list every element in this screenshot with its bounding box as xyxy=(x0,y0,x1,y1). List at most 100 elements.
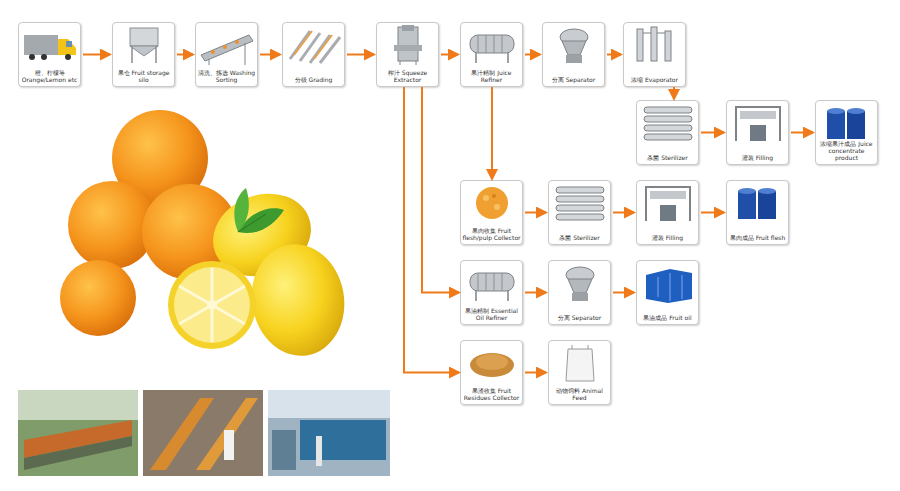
box-label: 果油成品 Fruit oil xyxy=(638,315,697,322)
factory-photos xyxy=(18,390,390,476)
refiner-icon xyxy=(470,273,514,291)
flow-arrow xyxy=(607,54,621,56)
box-label: 果肉成品 Fruit flesh xyxy=(728,235,787,242)
drum-icon xyxy=(847,108,865,114)
separator-icon xyxy=(572,293,588,301)
pulp-icon xyxy=(494,204,500,210)
refiner-icon xyxy=(478,35,502,53)
process-box: 浓缩 Evaporator xyxy=(623,22,686,87)
drum-icon xyxy=(758,188,776,194)
pulp-icon xyxy=(476,187,508,219)
sterilizer-icon xyxy=(644,107,692,140)
flow-arrow xyxy=(347,54,374,56)
flow-arrow xyxy=(422,87,459,293)
factory-photos xyxy=(18,390,138,420)
box-label: 杀菌 Sterilizer xyxy=(550,235,609,242)
evaporator-icon xyxy=(643,33,665,34)
process-box: 分离 Separator xyxy=(548,260,611,325)
process-box: 杀菌 Sterilizer xyxy=(548,180,611,245)
refiner-icon xyxy=(478,273,502,291)
process-box: 清洗、拣选 Washing Sorting xyxy=(195,22,258,87)
sterilizer-icon xyxy=(556,187,604,220)
refiner-icon xyxy=(476,291,508,301)
fruit-illustration xyxy=(234,188,249,232)
refiner-icon xyxy=(470,35,514,53)
process-box: 果汁精制 Juice Refiner xyxy=(460,22,523,87)
fruit-illustration xyxy=(238,214,266,232)
box-label: 分级 Grading xyxy=(284,77,343,84)
factory-photos xyxy=(24,420,132,458)
truck-icon xyxy=(65,54,71,60)
factory-photos xyxy=(18,390,138,476)
pulp-icon xyxy=(492,194,496,198)
truck-icon xyxy=(24,35,58,55)
drum-icon xyxy=(827,108,865,139)
process-box: 分离 Separator xyxy=(542,22,605,87)
flow-arrow xyxy=(83,54,110,56)
box-label: 浓缩 Evaporator xyxy=(625,77,684,84)
sterilizer-icon xyxy=(644,116,692,122)
oil-box-icon xyxy=(658,273,682,301)
factory-photos xyxy=(300,420,386,460)
feed-bag-icon xyxy=(566,349,594,381)
drum-icon xyxy=(827,111,845,139)
truck-icon xyxy=(29,54,35,60)
factory-photos xyxy=(268,390,390,476)
filling-icon xyxy=(660,205,676,221)
separator-icon xyxy=(566,267,594,283)
filling-icon xyxy=(646,187,690,221)
flow-arrow xyxy=(673,87,675,99)
factory-photos xyxy=(150,398,214,470)
extractor-icon xyxy=(394,25,422,65)
box-label: 果汁精制 Juice Refiner xyxy=(462,70,521,84)
flow-arrow xyxy=(701,132,724,134)
separator-icon xyxy=(560,29,588,45)
box-label: 浓缩果汁成品 Juice concentrate product xyxy=(817,141,876,162)
refiner-icon xyxy=(470,273,514,301)
box-label: 果肉收集 Fruit flesh/pulp Collector xyxy=(462,228,521,242)
factory-photos xyxy=(268,390,390,418)
oil-box-icon xyxy=(646,269,692,303)
feed-bag-icon xyxy=(566,345,594,381)
filling-icon xyxy=(646,187,690,221)
flow-arrow xyxy=(525,212,546,214)
extractor-icon xyxy=(402,25,414,31)
fruit-illustration xyxy=(238,208,284,233)
fruit-illustration xyxy=(142,184,238,280)
box-label: 杀菌 Sterilizer xyxy=(638,155,697,162)
factory-photos xyxy=(316,436,322,466)
washing-icon xyxy=(235,40,239,44)
filling-icon xyxy=(750,125,766,141)
fruit-illustration xyxy=(243,237,353,363)
washing-icon xyxy=(223,45,227,49)
separator-icon xyxy=(566,55,582,63)
fruit-illustration xyxy=(201,180,322,289)
extractor-icon xyxy=(398,27,418,61)
sterilizer-icon xyxy=(644,107,692,113)
refiner-icon xyxy=(476,53,508,63)
evaporator-icon xyxy=(637,27,671,61)
sterilizer-icon xyxy=(556,196,604,202)
washing-icon xyxy=(201,35,253,61)
evaporator-icon xyxy=(637,29,643,61)
drum-icon xyxy=(738,191,756,219)
process-box: 浓缩果汁成品 Juice concentrate product xyxy=(815,100,878,165)
flow-arrow xyxy=(613,292,634,294)
grading-icon xyxy=(294,31,332,59)
box-label: 动物饲料 Animal Feed xyxy=(550,388,609,402)
factory-photos xyxy=(272,430,296,470)
flow-arrow xyxy=(791,132,813,134)
box-label: 果油精制 Essential Oil Refiner xyxy=(462,308,521,322)
flow-arrow xyxy=(404,87,459,373)
silo-icon xyxy=(130,28,158,63)
flow-arrow xyxy=(525,372,546,374)
silo-icon xyxy=(132,46,156,63)
separator-icon xyxy=(562,41,586,55)
sterilizer-icon xyxy=(644,125,692,131)
fruit-illustration xyxy=(68,181,156,269)
separator-icon xyxy=(568,279,592,293)
drum-icon xyxy=(738,188,756,194)
truck-icon xyxy=(66,41,72,47)
box-label: 分离 Separator xyxy=(550,315,609,322)
